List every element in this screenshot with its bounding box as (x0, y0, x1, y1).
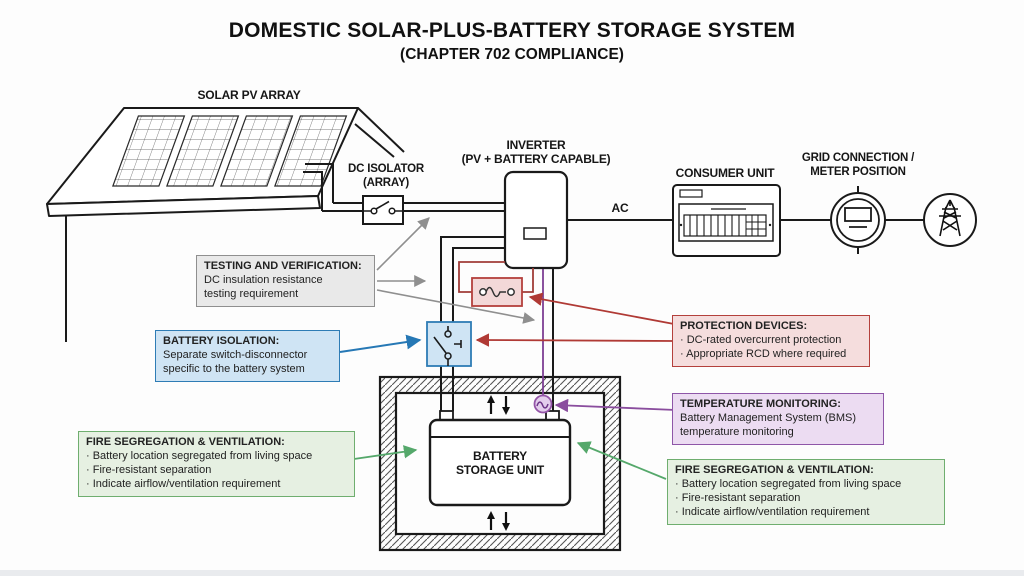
grid-pylon-icon (923, 193, 977, 247)
label-battery-storage-unit: BATTERY STORAGE UNIT (455, 449, 545, 478)
annotation-arrows (339, 217, 677, 480)
label-consumer-unit: CONSUMER UNIT (675, 166, 775, 180)
bottom-edge-strip (0, 570, 1024, 576)
note-battery-isolation: BATTERY ISOLATION: Separate switch-disco… (155, 330, 340, 382)
ac-lines (567, 186, 924, 254)
testing-arrow-3 (376, 289, 536, 324)
fire-enclosure (378, 375, 622, 552)
isolation-arrow (339, 334, 422, 353)
overcurrent-fuse-icon (458, 261, 534, 307)
battery-box (428, 410, 572, 507)
testing-arrow-1 (376, 217, 430, 271)
electricity-meter-icon (830, 192, 886, 248)
page-subtitle: (CHAPTER 702 COMPLIANCE) (400, 46, 624, 63)
temperature-arrow (554, 398, 677, 413)
consumer-unit-icon (672, 184, 781, 257)
label-inverter: INVERTER (PV + BATTERY CAPABLE) (461, 138, 611, 167)
label-grid-connection: GRID CONNECTION / METER POSITION (801, 152, 915, 178)
page-title: DOMESTIC SOLAR-PLUS-BATTERY STORAGE SYST… (228, 19, 796, 42)
label-ac: AC (611, 201, 629, 215)
note-testing-verification: TESTING AND VERIFICATION: DC insulation … (196, 255, 375, 307)
fire-right-arrow (576, 441, 667, 480)
dc-isolator-switch-icon (362, 195, 404, 225)
solar-panel-icon (112, 115, 348, 187)
protection-arrow-1 (475, 333, 675, 347)
label-solar-pv-array: SOLAR PV ARRAY (197, 88, 301, 102)
note-fire-segregation-right: FIRE SEGREGATION & VENTILATION: · Batter… (667, 459, 945, 525)
battery-disconnector-switch-icon (426, 321, 472, 367)
ventilation-arrows-icon (487, 395, 510, 531)
inverter-box (503, 170, 569, 270)
note-temperature-monitoring: TEMPERATURE MONITORING: Battery Manageme… (672, 393, 884, 445)
temperature-sensor-icon (533, 394, 553, 414)
note-protection-devices: PROTECTION DEVICES: · DC-rated overcurre… (672, 315, 870, 367)
pv-dc-wires (303, 163, 505, 212)
fire-left-arrow (353, 445, 418, 460)
note-fire-segregation-left: FIRE SEGREGATION & VENTILATION: · Batter… (78, 431, 355, 497)
label-dc-isolator: DC ISOLATOR (ARRAY) (348, 163, 424, 189)
protection-arrow-2 (528, 292, 675, 325)
